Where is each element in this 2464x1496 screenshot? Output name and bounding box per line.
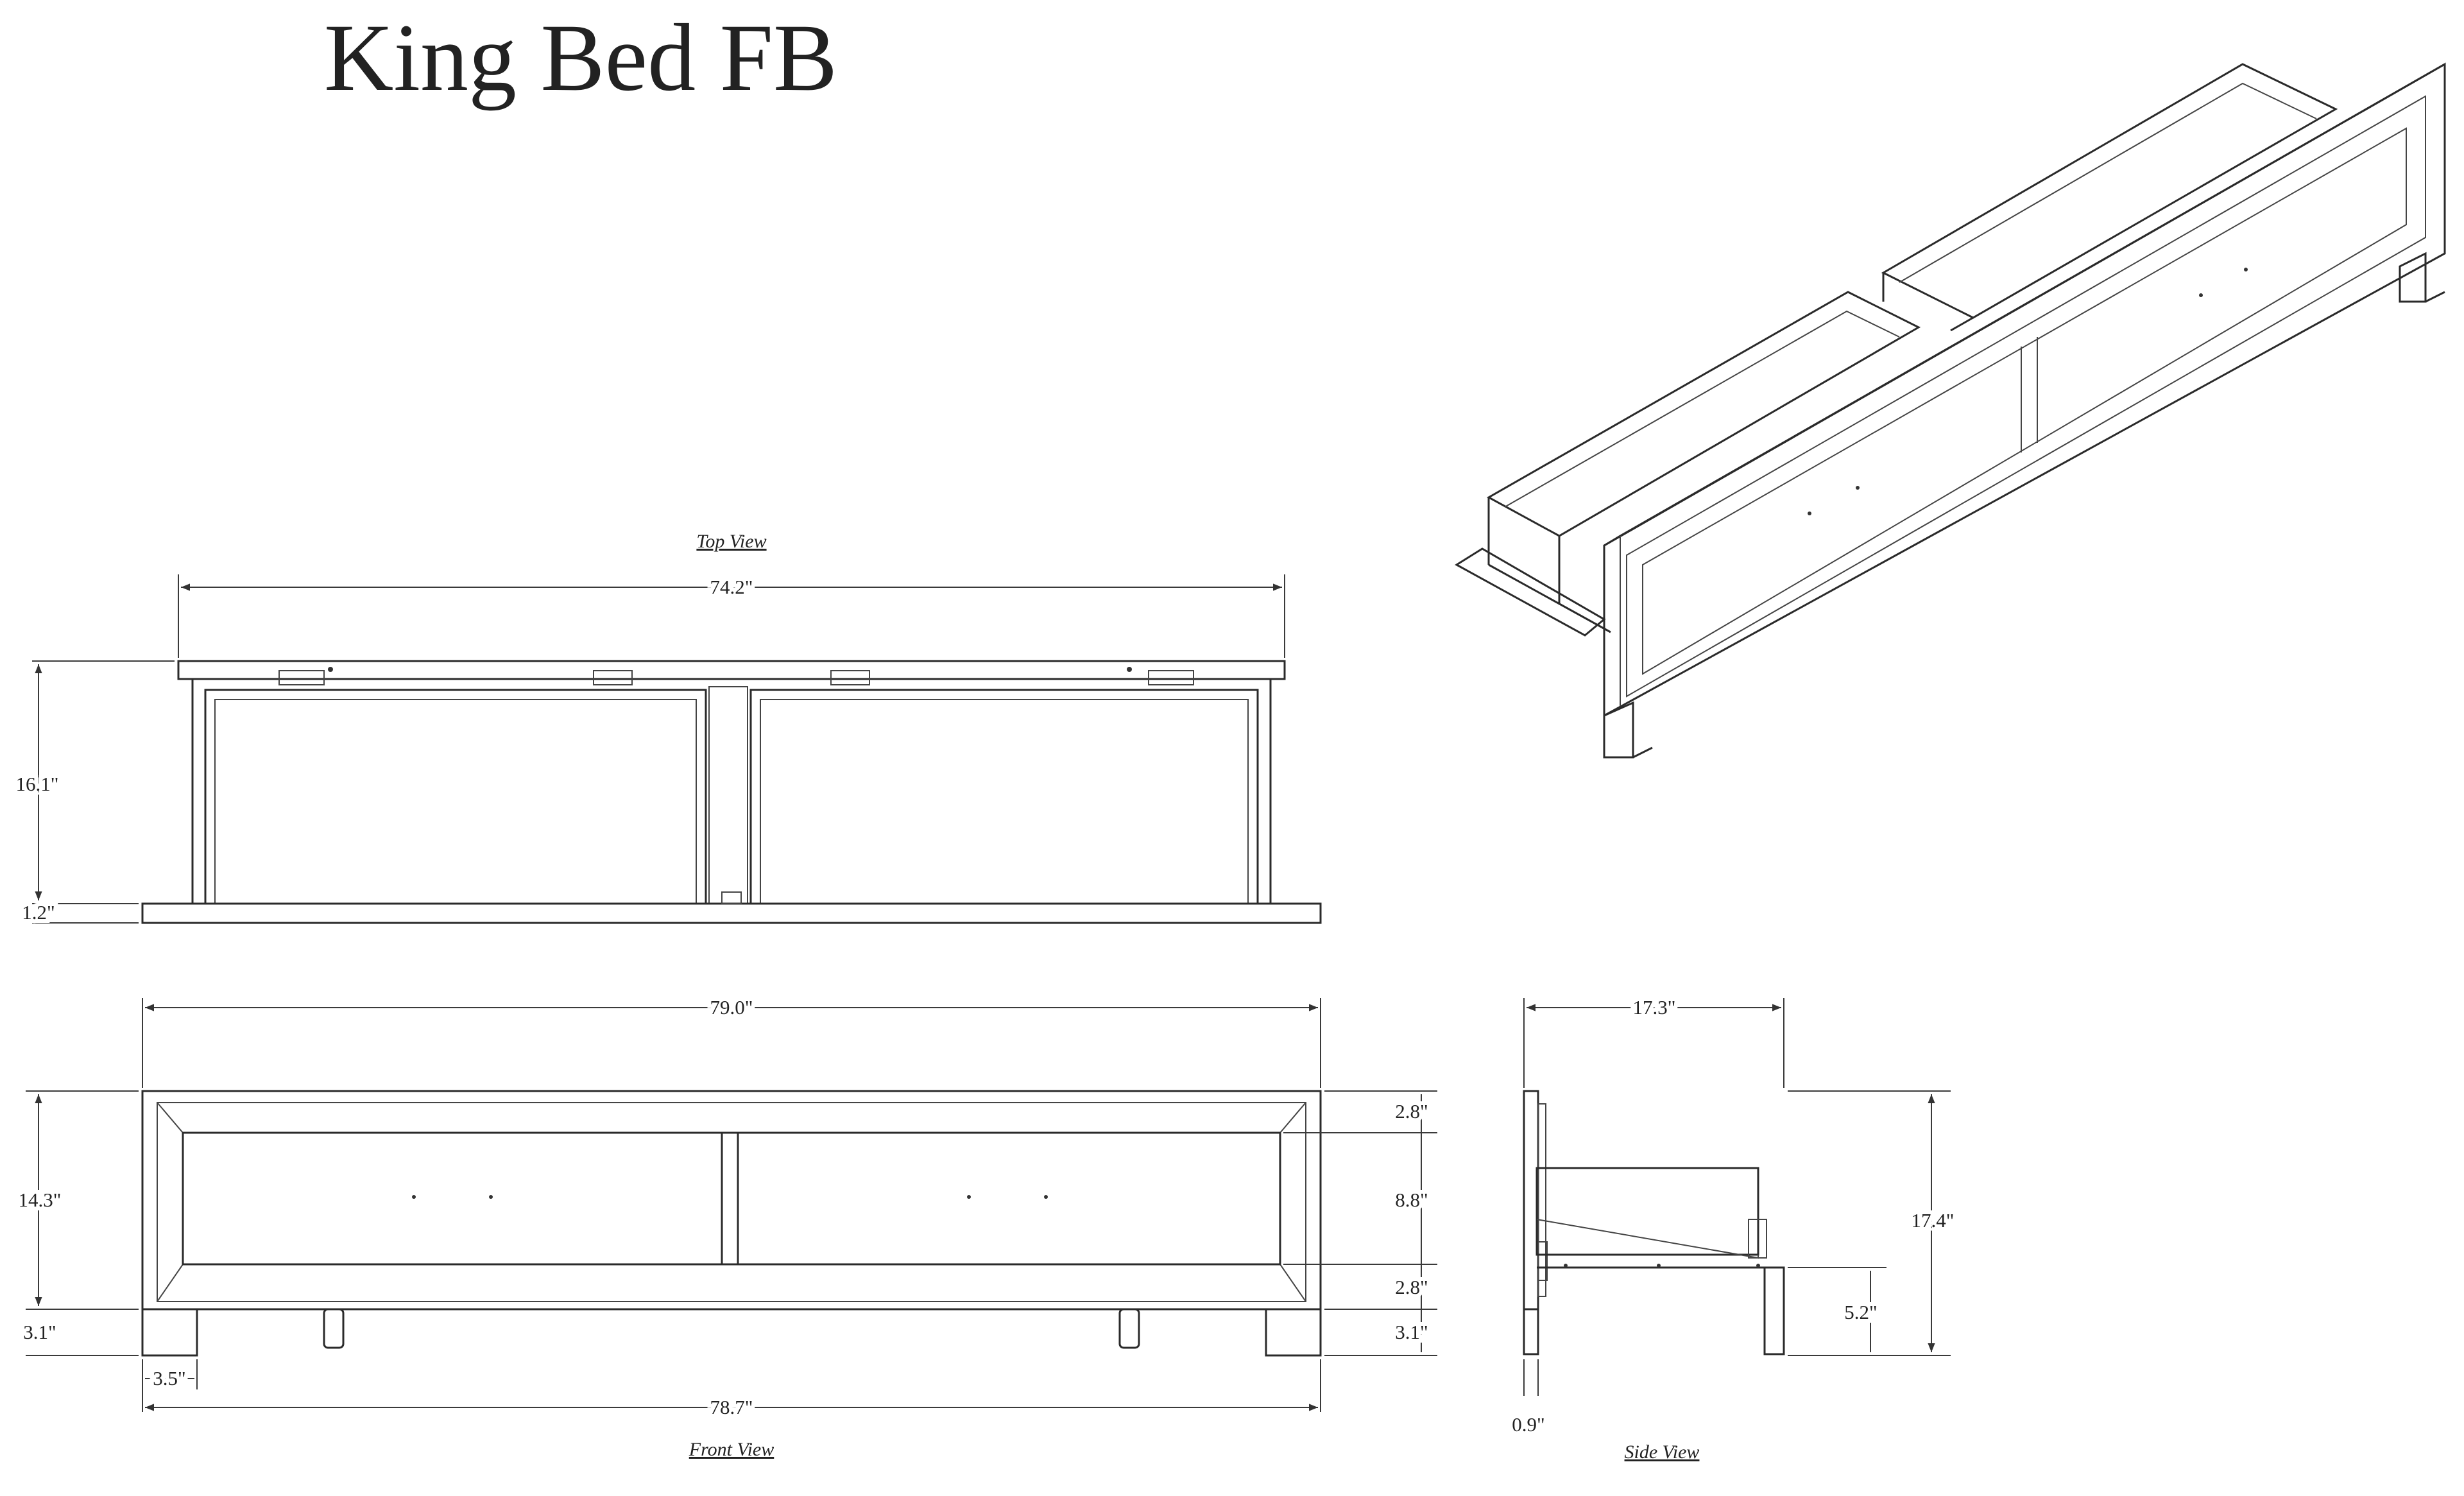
side-leg-front	[1523, 1308, 1539, 1355]
front-view-caption: Front View	[689, 1439, 774, 1460]
iso-drawer-left-top	[1486, 291, 1921, 537]
front-rail-bottom-label: 2.8"	[1395, 1276, 1428, 1298]
side-leg-back	[1763, 1266, 1785, 1355]
front-leg-height-right-label: 3.1"	[1395, 1321, 1428, 1343]
top-drawer-right	[749, 689, 1259, 905]
top-view: Top View 74.2" 16.1" 1.2"	[12, 531, 1322, 927]
top-depth-label: 16.1"	[16, 773, 59, 795]
front-footboard	[141, 1090, 1322, 1311]
front-width-label: 79.0"	[710, 996, 753, 1019]
isometric-view	[1455, 62, 2446, 759]
side-view: 17.3" 17.4" 5.2" 0.9" Side View	[1512, 992, 1958, 1463]
side-view-caption: Side View	[1625, 1441, 1700, 1463]
top-drawer-left	[204, 689, 707, 905]
iso-footboard	[1603, 62, 2446, 718]
top-view-caption: Top View	[696, 531, 766, 552]
drawing-title: King Bed FB	[324, 4, 837, 111]
front-leg-width-label: 3.5"	[153, 1367, 185, 1389]
iso-leg-back	[2399, 252, 2427, 303]
front-height-label: 14.3"	[19, 1189, 62, 1211]
front-leg-right	[1265, 1308, 1322, 1357]
front-view: 79.0" 14.3" 3.1" 2.8" 8.8" 2.8" 3.1"	[15, 992, 1437, 1460]
side-depth-label: 17.3"	[1633, 996, 1676, 1019]
front-leg-center-left	[323, 1308, 345, 1349]
front-rail-top-label: 2.8"	[1395, 1100, 1428, 1122]
side-height-label: 17.4"	[1912, 1209, 1955, 1232]
front-leg-span-label: 78.7"	[710, 1396, 753, 1418]
front-panel-label: 8.8"	[1395, 1189, 1428, 1211]
iso-drawer-right-top	[1881, 63, 2338, 319]
front-leg-left	[141, 1308, 198, 1357]
iso-leg-front	[1603, 701, 1634, 759]
top-base-label: 1.2"	[22, 901, 55, 924]
side-drawer	[1536, 1167, 1759, 1256]
side-drawer-clearance-label: 5.2"	[1844, 1301, 1877, 1323]
top-base	[141, 902, 1322, 924]
top-width-label: 74.2"	[710, 576, 753, 598]
front-leg-height-label: 3.1"	[23, 1321, 56, 1343]
front-leg-center-right	[1118, 1308, 1140, 1349]
side-thickness-label: 0.9"	[1512, 1413, 1544, 1436]
